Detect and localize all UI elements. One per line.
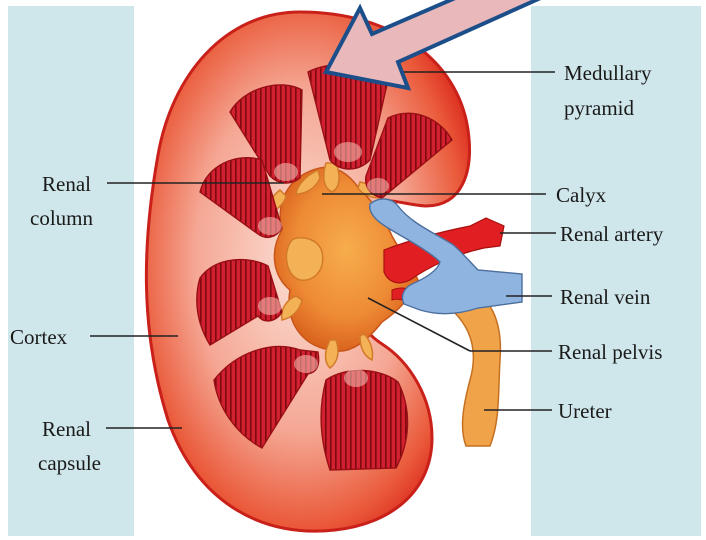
label-renal-column-line1: Renal	[42, 172, 91, 196]
label-ureter: Ureter	[558, 399, 612, 423]
label-medullary-pyramid-line2: pyramid	[564, 96, 634, 120]
pyramid-bottom-right	[321, 370, 407, 470]
label-renal-capsule-line2: capsule	[38, 451, 101, 475]
right-panel	[531, 6, 701, 536]
label-renal-capsule-line1: Renal	[42, 417, 91, 441]
label-medullary-pyramid-line1: Medullary	[564, 61, 652, 85]
label-renal-vein: Renal vein	[560, 285, 651, 309]
label-renal-column-line2: column	[30, 206, 93, 230]
label-renal-pelvis: Renal pelvis	[558, 340, 662, 364]
label-cortex: Cortex	[10, 325, 68, 349]
label-renal-artery: Renal artery	[560, 222, 664, 246]
label-calyx: Calyx	[556, 183, 607, 207]
